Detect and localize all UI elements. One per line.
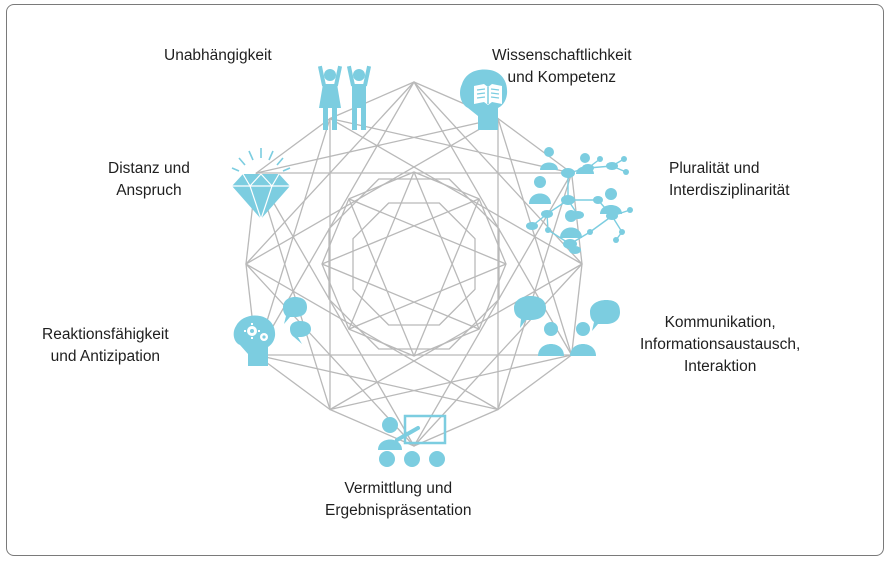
web-lines (245, 81, 583, 447)
web-inner-line (321, 263, 480, 330)
label-reaktionsfaehigkeit: Reaktionsfähigkeit und Antizipation (42, 326, 169, 365)
web-square (245, 81, 583, 447)
web-inner-octagon (328, 178, 500, 350)
label-pluralitaet: Pluralität und Interdisziplinarität (669, 160, 790, 199)
web-inner-line (321, 198, 480, 265)
label-vermittlung: Vermittlung und Ergebnispräsentation (325, 480, 472, 519)
diagram-frame (6, 4, 884, 556)
web-inner-line (413, 198, 480, 357)
head-with-book-icon (460, 69, 508, 130)
presenter-audience-icon (378, 414, 447, 467)
label-wissenschaftlichkeit: Wissenschaftlichkeit und Kompetenz (492, 47, 632, 86)
web-outer-ring (245, 81, 583, 447)
people-network-icon (526, 147, 633, 254)
two-people-raised-arms-icon (317, 65, 372, 130)
web-inner-line (348, 198, 415, 357)
web-inner-line (348, 171, 415, 330)
web-inner-line (413, 171, 480, 330)
web-triangle (245, 117, 499, 411)
label-kommunikation: Kommunikation, Informationsaustausch, In… (640, 314, 801, 375)
web-triangle (329, 117, 583, 411)
web-inner-line (348, 198, 507, 265)
head-with-gears-icon (233, 297, 311, 366)
label-unabhaengigkeit: Unabhängigkeit (164, 47, 272, 64)
web-inner-line (348, 263, 507, 330)
label-distanz: Distanz und Anspruch (108, 160, 190, 199)
diamond-icon (231, 148, 291, 220)
two-people-speech-bubbles-icon (514, 296, 620, 356)
web-core-octagon (352, 202, 476, 326)
